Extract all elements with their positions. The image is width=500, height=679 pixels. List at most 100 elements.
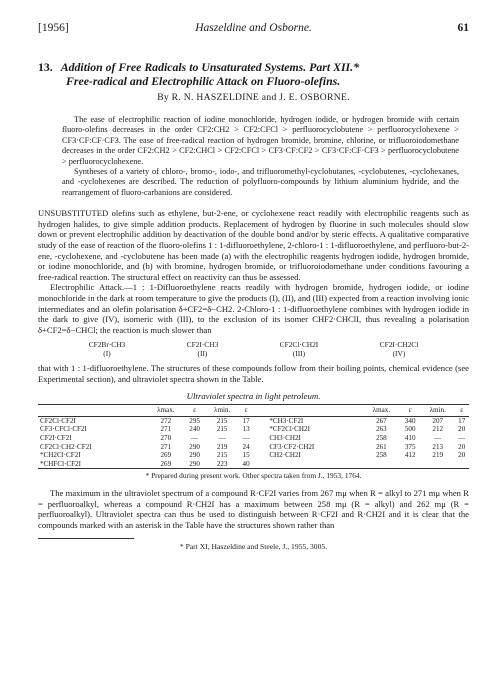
formula-text: CF2Br·CH3	[88, 340, 126, 350]
table-value-cell: 240	[189, 425, 200, 434]
table-gap	[253, 460, 267, 469]
table-value-cell: 267	[376, 416, 387, 425]
body-paragraph: UNSUBSTITUTED olefins such as ethylene, …	[38, 208, 469, 282]
table-header-cell: ε	[454, 404, 469, 417]
abstract-paragraph: Syntheses of a variety of chloro-, bromo…	[62, 167, 459, 197]
table-gap	[253, 443, 267, 452]
formula-item: CF2I·CH3 (II)	[187, 340, 219, 358]
table-value-cell: 219	[432, 451, 444, 460]
table-value-cell: 375	[404, 442, 416, 451]
formula-text: CF2I·CH2Cl	[379, 340, 419, 350]
table-compound-cell: *CF2Cl·CH2I	[269, 425, 310, 434]
table-value-cell: 258	[376, 433, 387, 442]
table-header-cell: λmin.	[421, 404, 455, 417]
running-header: [1956] Haszeldine and Osborne. 61	[38, 22, 469, 38]
table-header-cell: ε	[183, 404, 206, 417]
table-compound-cell: *CH2Cl·CF2I	[40, 451, 81, 460]
table-gap	[253, 434, 267, 443]
body-paragraph: The maximum in the ultraviolet spectrum …	[38, 487, 469, 530]
table-header-cell	[267, 404, 364, 417]
formula-label: (IV)	[392, 349, 406, 359]
table-value-cell: 20	[458, 425, 466, 434]
table-compound-cell: CF3·CFCl·CF2I	[40, 425, 87, 434]
formula-row: CF2Br·CH3 (I) CF2I·CH3 (II) CF2Cl·CH2I (…	[58, 340, 449, 358]
table-value-cell: 24	[242, 442, 250, 451]
formula-text: CF2I·CH3	[186, 340, 219, 350]
table-value-cell	[421, 460, 454, 469]
table-value-cell: 40	[242, 459, 250, 468]
table-header-cell: λmax.	[363, 404, 400, 417]
formula-item: CF2I·CH2Cl (IV)	[380, 340, 419, 358]
table-value-cell: 20	[458, 451, 466, 460]
table-value-cell: 290	[189, 442, 200, 451]
table-compound-cell: CF2Cl·CH2·CF2I	[40, 442, 92, 451]
body-paragraph: that with 1 : 1-difluoroethylene. The st…	[38, 363, 469, 384]
table-value-cell: 272	[160, 416, 172, 425]
table-value-cell: 263	[376, 425, 387, 434]
table-value-cell: 20	[458, 442, 466, 451]
table-value-cell: 261	[376, 442, 387, 451]
table-gap	[253, 425, 267, 434]
table-compound-cell: *CH3·CF2I	[269, 416, 304, 425]
table-value-cell: 295	[189, 416, 200, 425]
table-value-cell	[454, 460, 469, 469]
table-value-cell: 215	[216, 416, 228, 425]
abstract-paragraph: The ease of electrophilic reaction of io…	[62, 115, 459, 166]
table-value-cell: 207	[432, 416, 444, 425]
table-row: CF2Cl·CH2·CF2I 271 290 219 24 CF3·CF2·CH2I 261…	[38, 443, 469, 452]
page-number: 61	[457, 22, 470, 34]
table-caption: Ultraviolet spectra in light petroleum.	[186, 390, 321, 401]
table-value-cell: 270	[160, 433, 172, 442]
table-compound-cell: CF3·CF2·CH2I	[269, 442, 315, 451]
header-year: [1956]	[38, 22, 69, 34]
table-gap	[253, 404, 268, 417]
formula-label: (I)	[103, 349, 111, 359]
table-compound-cell: CF2Cl·CF2I	[40, 416, 76, 425]
title-line-2: Free-radical and Electrophilic Attack on…	[66, 74, 341, 88]
table-header-cell: ε	[238, 404, 254, 417]
table-header-cell: λmax.	[147, 404, 184, 417]
table-value-cell: 215	[216, 425, 228, 434]
table-value-cell: 412	[404, 451, 416, 460]
footnote-rule	[38, 538, 134, 540]
abstract: The ease of electrophilic reaction of io…	[62, 115, 459, 198]
journal-page: [1956] Haszeldine and Osborne. 61 13. Add…	[38, 22, 469, 551]
table-value-cell: —	[218, 433, 226, 442]
table-value-cell: 215	[216, 451, 228, 460]
table-header-cell: ε	[399, 404, 422, 417]
formula-item: CF2Br·CH3 (I)	[89, 340, 126, 358]
table-value-cell: 17	[242, 416, 250, 425]
table-value-cell: 269	[160, 459, 172, 468]
table-value-cell: 500	[404, 425, 416, 434]
table-value-cell: 13	[242, 425, 250, 434]
table-value-cell: —	[434, 433, 442, 442]
article-title: 13. Addition of Free Radicals to Unsatura…	[38, 60, 469, 88]
table-value-cell: 271	[160, 442, 172, 451]
table-value-cell: 219	[216, 442, 228, 451]
table-value-cell	[399, 460, 421, 469]
body-paragraph: Electrophilic Attack.—1 : 1-Difluoroethy…	[38, 282, 469, 335]
table-gap	[253, 416, 267, 425]
table-value-cell: 258	[376, 451, 387, 460]
table-value-cell: 290	[189, 451, 200, 460]
table-compound-cell: CF2I·CF2I	[40, 433, 72, 442]
table-note: * Prepared during present work. Other sp…	[145, 471, 362, 481]
title-line-1: Addition of Free Radicals to Unsaturated…	[60, 60, 359, 74]
table-value-cell: 340	[404, 416, 416, 425]
table-value-cell: 17	[458, 416, 466, 425]
byline: By R. N. HASZELDINE and J. E. OSBORNE.	[157, 92, 350, 103]
article-number: 13.	[38, 60, 53, 74]
formula-item: CF2Cl·CH2I (III)	[280, 340, 319, 358]
table-header-cell: λmin.	[205, 404, 239, 417]
table-value-cell: —	[191, 433, 199, 442]
table-value-cell: 212	[432, 425, 444, 434]
table-compound-cell: CH3·CH2I	[269, 433, 301, 442]
table-value-cell: —	[458, 433, 466, 442]
table-header-cell	[38, 404, 148, 417]
uv-spectra-table: λmax. ε λmin. ε λmax. ε λmin. ε CF2Cl·CF…	[38, 404, 469, 470]
formula-label: (III)	[292, 349, 306, 359]
table-value-cell: 213	[432, 442, 444, 451]
table-body: CF2Cl·CF2I 272 295 215 17 *CH3·CF2I 267 340 207 1…	[38, 416, 469, 469]
